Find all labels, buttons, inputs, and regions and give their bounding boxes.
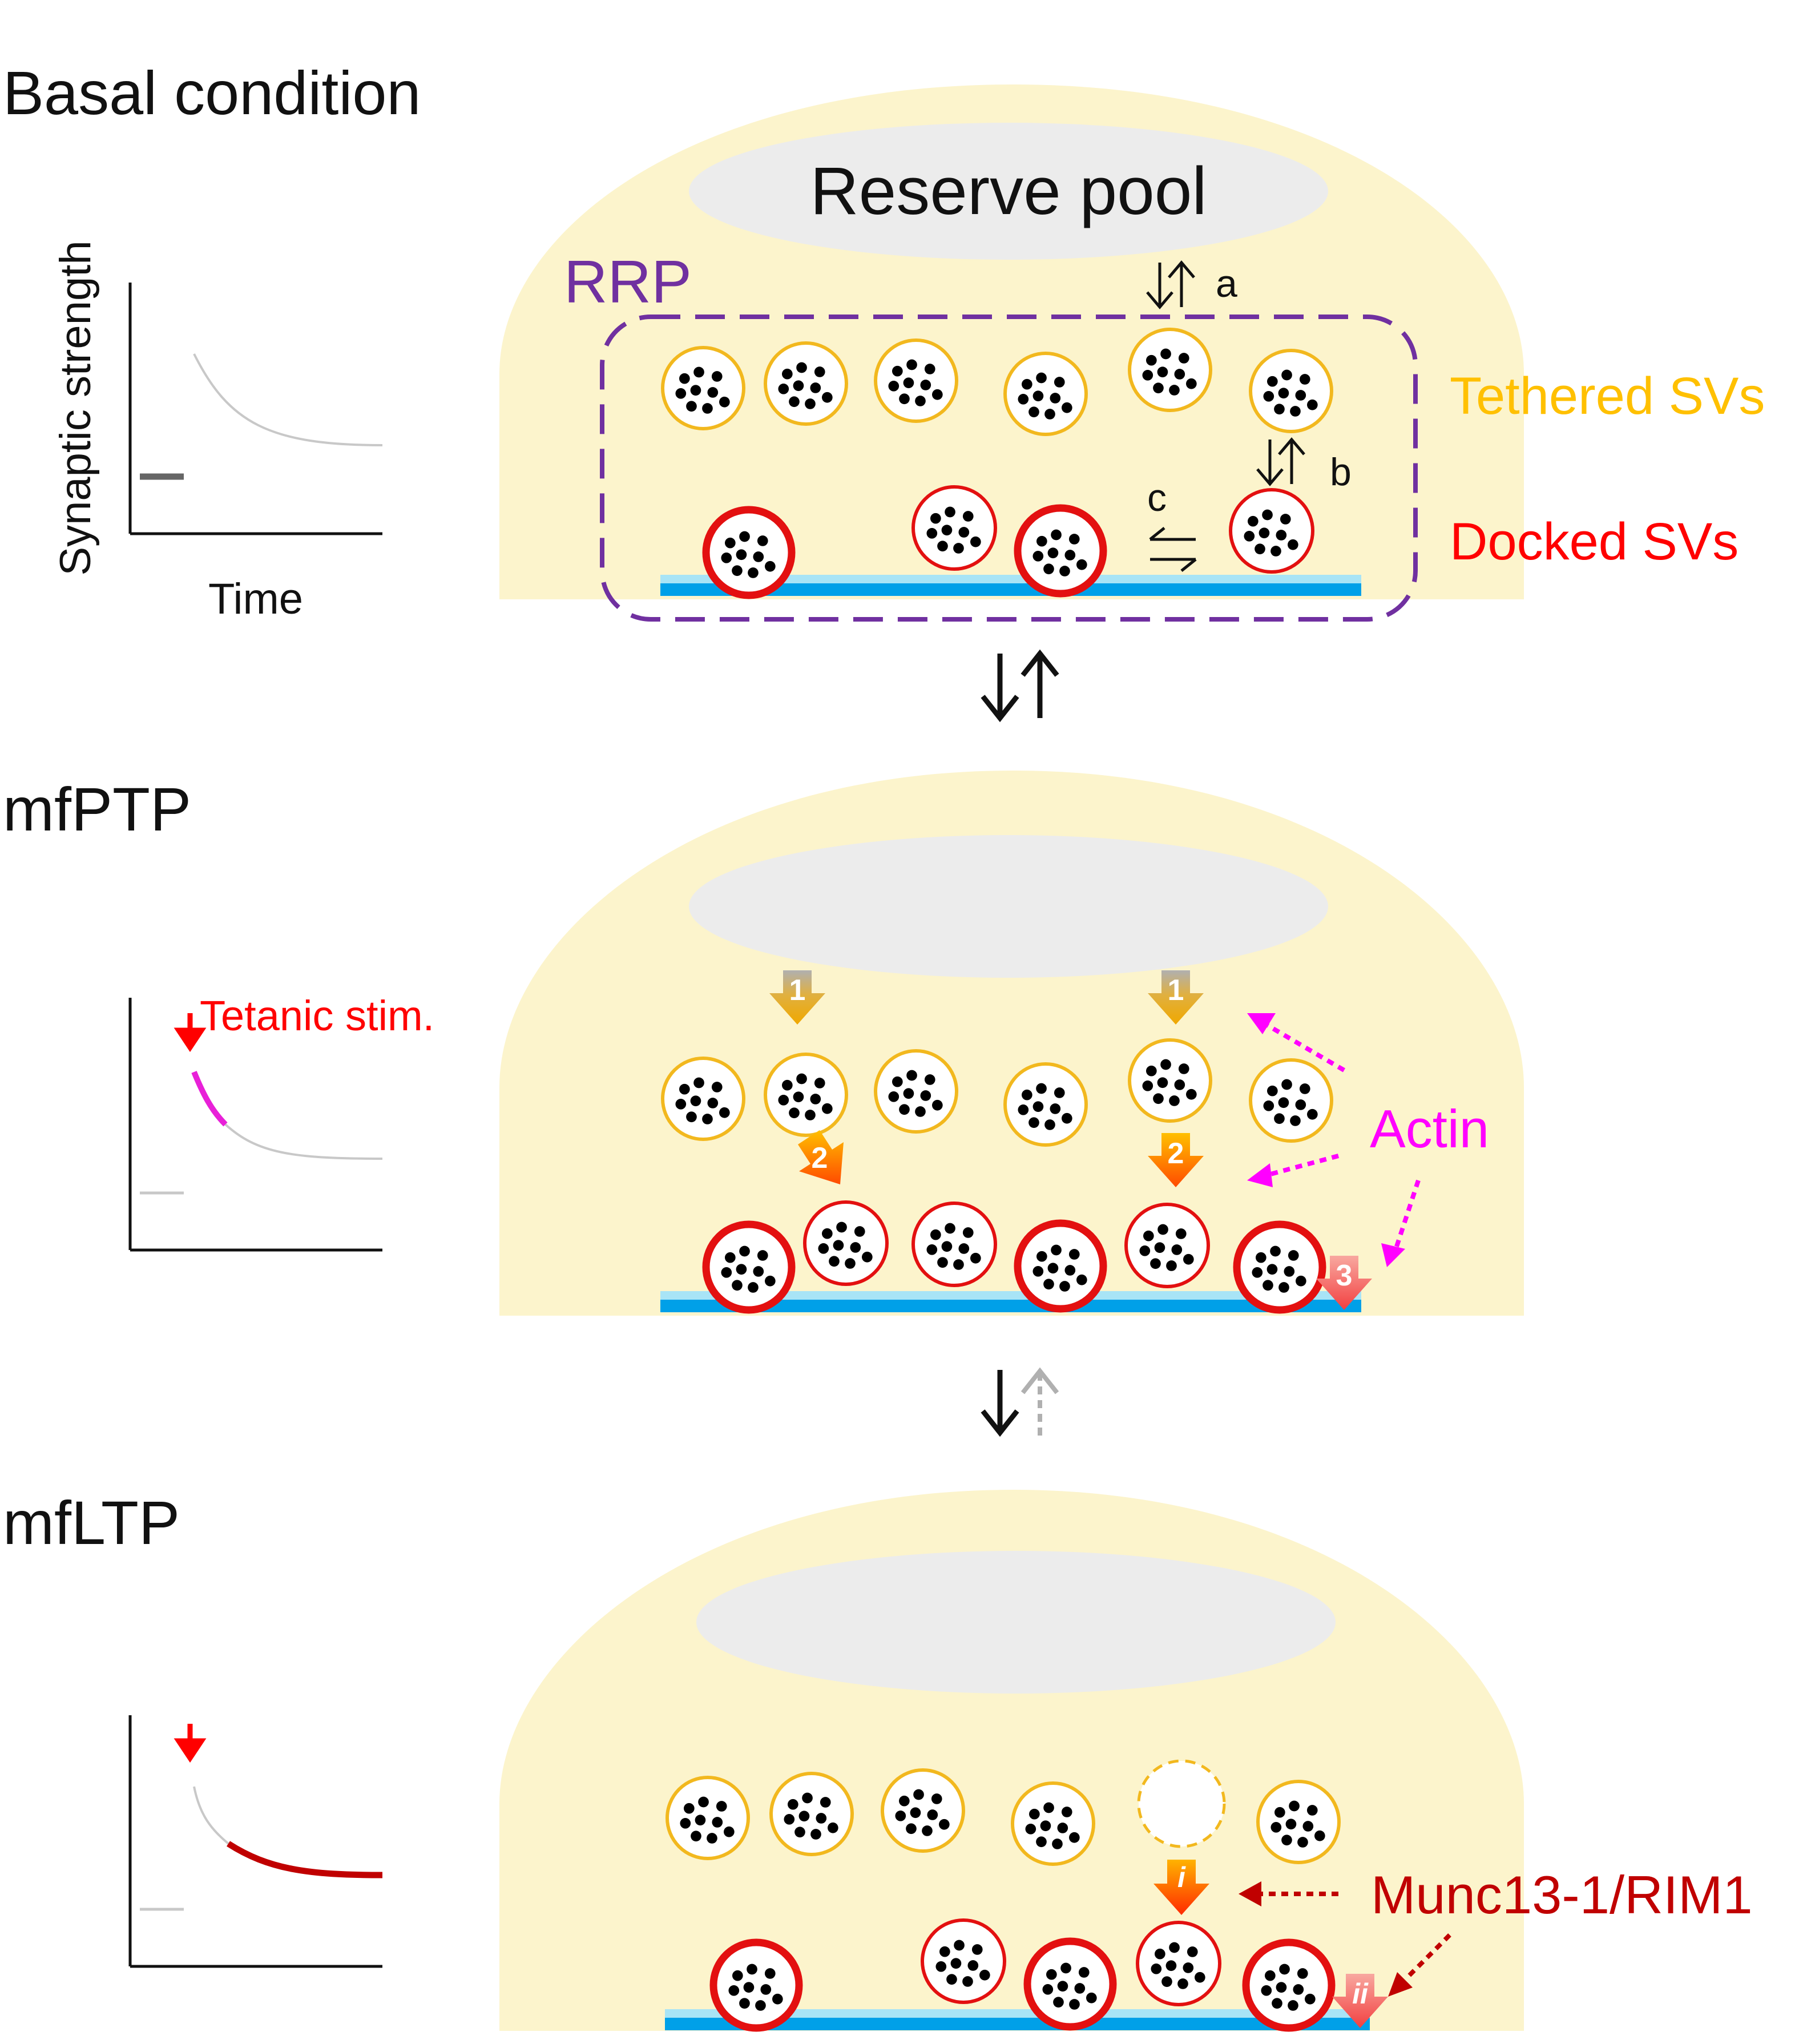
munc13-rim1-label: Munc13-1/RIM1 [1371, 1865, 1753, 1925]
munc-arrows [1259, 1892, 1451, 1980]
svg-text:2: 2 [812, 1142, 828, 1175]
active-zone-membrane [660, 583, 1361, 596]
terminal-basal: Reserve pool RRP a [499, 84, 1765, 622]
svg-text:1: 1 [789, 974, 806, 1007]
docked-sv [709, 1938, 803, 2032]
docked-sv [911, 1202, 997, 1287]
transition-c-label: c [1147, 476, 1167, 519]
step-1-arrow: 1 [1148, 970, 1204, 1025]
graph-ltp [128, 1715, 383, 1968]
panel-ptp: mfPTP Tetanic stim. 1 1 [3, 771, 1524, 1316]
tethered-sv [1003, 1062, 1088, 1147]
step-2-arrow: 2 [1148, 1133, 1204, 1187]
munc-arrowheads [1239, 1881, 1413, 1997]
tetanic-stim-label: Tetanic stim. [200, 992, 434, 1039]
equilibrium-arrows-basal-ptp [981, 649, 1059, 723]
stimulus-arrow [174, 1013, 207, 1053]
decay-curve [193, 1786, 229, 1845]
ptp-curve-segment [191, 1071, 228, 1127]
panel-basal: Basal condition Synaptic strength Time R… [3, 58, 1765, 623]
terminal-ptp: 1 1 2 2 [499, 771, 1524, 1316]
docked-sv [911, 485, 997, 571]
decay-curve [193, 353, 383, 446]
docked-sv [1124, 1203, 1210, 1288]
svg-text:i: i [1177, 1861, 1186, 1893]
active-zone-membrane [660, 1300, 1361, 1312]
docked-sv [1014, 1219, 1107, 1313]
graph-ptp: Tetanic stim. [128, 992, 434, 1252]
reserve-pool-label: Reserve pool [810, 154, 1207, 229]
transition-c-arrows [1149, 527, 1197, 572]
x-axis-label: Time [208, 575, 303, 623]
rrp-boundary [600, 315, 1418, 622]
active-zone-membrane [665, 2018, 1370, 2030]
reserve-pool [696, 1551, 1336, 1694]
tethered-sv [1128, 1038, 1212, 1123]
svg-text:1: 1 [1168, 974, 1184, 1007]
docked-sv [702, 1220, 796, 1314]
ltp-curve-segment [227, 1841, 383, 1878]
docked-sv [1233, 1220, 1326, 1314]
docked-sv [702, 506, 796, 599]
panel-ltp: mfLTP i [3, 1488, 1753, 2032]
actin-label: Actin [1370, 1099, 1489, 1159]
rrp-label: RRP [564, 248, 692, 316]
docked-sv [1229, 488, 1314, 574]
graph-basal: Synaptic strength Time [51, 240, 383, 623]
docked-sv [803, 1200, 889, 1286]
empty-tethered-site [1137, 1759, 1226, 1848]
tethered-sv [1249, 1058, 1333, 1143]
y-axis-label: Synaptic strength [51, 240, 100, 575]
docked-sv [1023, 1937, 1117, 2031]
tethered-svs-label: Tethered SVs [1450, 367, 1765, 425]
tethered-sv [874, 338, 958, 423]
section-title-ltp: mfLTP [3, 1488, 180, 1557]
step-3-arrow: 3 [1316, 1256, 1372, 1310]
docked-sv [921, 1918, 1006, 2004]
svg-text:2: 2 [1168, 1137, 1184, 1170]
docked-sv [1014, 504, 1107, 598]
step-ii-arrow: ii [1332, 1974, 1388, 2028]
active-zone-light [665, 2009, 1370, 2018]
tethered-sv [764, 1053, 848, 1137]
tethered-sv [874, 1049, 958, 1134]
transition-b-label: b [1330, 450, 1352, 494]
step-2-arrow: 2 [798, 1130, 844, 1184]
section-title-ptp: mfPTP [3, 775, 191, 844]
decay-curve [224, 1123, 383, 1160]
tethered-sv [1249, 349, 1333, 433]
tethered-sv [764, 341, 848, 426]
transition-a-arrows [1146, 260, 1195, 309]
docked-svs-label: Docked SVs [1450, 513, 1739, 571]
active-zone-light [660, 575, 1361, 583]
svg-text:ii: ii [1352, 1978, 1369, 2010]
docked-sv [1242, 1938, 1336, 2032]
section-title-basal: Basal condition [3, 58, 421, 127]
transition-arrows-ptp-ltp [981, 1367, 1059, 1437]
tethered-sv [769, 1772, 854, 1856]
docked-sv [1136, 1921, 1221, 2006]
tethered-sv [661, 346, 745, 430]
tethered-sv [1011, 1781, 1095, 1866]
reserve-pool [689, 835, 1328, 978]
terminal-ltp: i ii Munc13-1/RIM1 [499, 1490, 1753, 2032]
actin-arrows [1260, 1019, 1421, 1251]
stimulus-arrow [174, 1724, 207, 1763]
step-1-arrow: 1 [769, 970, 825, 1025]
tethered-sv [1256, 1780, 1341, 1864]
active-zone-light [660, 1291, 1361, 1300]
tethered-sv [665, 1776, 750, 1860]
tethered-sv [1003, 352, 1088, 436]
tethered-sv [661, 1057, 745, 1141]
step-i-arrow: i [1153, 1860, 1209, 1915]
actin-arrowheads [1247, 1013, 1405, 1267]
tethered-sv [1128, 328, 1212, 412]
svg-text:3: 3 [1336, 1259, 1353, 1292]
tethered-sv [881, 1768, 965, 1853]
transition-b-arrows [1256, 437, 1305, 486]
reserve-pool [689, 123, 1328, 260]
transition-a-label: a [1216, 262, 1237, 305]
